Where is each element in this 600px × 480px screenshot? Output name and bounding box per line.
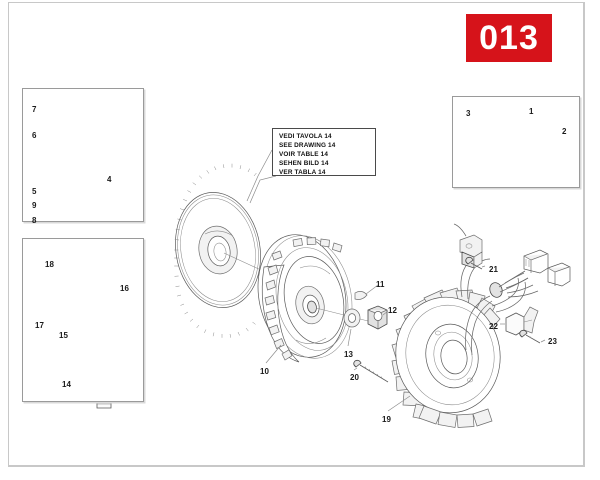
callout-sensor-bracket: 2 [562,127,567,136]
note-line-en: SEE DRAWING 14 [279,142,336,150]
callout-clamp-screw: 23 [548,337,557,346]
callout-coil-bracket: 17 [35,321,44,330]
callout-woodruff-key: 11 [376,280,385,289]
pickup-sensor-panel [452,96,580,188]
note-line-it: VEDI TAVOLA 14 [279,133,332,140]
callout-ecu-control-unit: 4 [107,175,112,184]
callout-sensor-screw: 3 [466,109,471,118]
callout-pickup-sensor: 1 [529,107,534,116]
callout-flywheel-nut: 12 [388,306,397,315]
callout-stator-generator: 19 [382,415,391,424]
callout-spark-plug: 14 [62,380,71,389]
ecu-module-panel [22,88,144,222]
callout-flywheel-rotor: 10 [260,367,269,376]
callout-spacer-bush: 6 [32,131,37,140]
callout-coil-seal-ring: 16 [120,284,129,293]
callout-ignition-coil: 15 [59,331,68,340]
note-line-fr: VOIR TABLE 14 [279,151,329,159]
callout-rubber-mount: 5 [32,187,37,196]
callout-washer: 9 [32,201,37,210]
callout-mounting-bolt: 7 [32,105,37,114]
see-drawing-note-box: VEDI TAVOLA 14 SEE DRAWING 14 VOIR TABLE… [272,128,376,176]
plate-number-text: 013 [479,19,539,57]
callout-flywheel-washer: 13 [344,350,353,359]
callout-harness-sensor: 21 [489,265,498,274]
callout-bracket-bolt: 18 [45,260,54,269]
callout-nut: 8 [32,216,37,225]
ignition-coil-panel [22,238,144,402]
callout-cable-clamp: 22 [489,322,498,331]
plate-number-badge: 013 [466,14,552,62]
note-line-de: SEHEN BILD 14 [279,160,329,168]
callout-stator-screw: 20 [350,373,359,382]
note-line-es: VER TABLA 14 [279,169,326,177]
